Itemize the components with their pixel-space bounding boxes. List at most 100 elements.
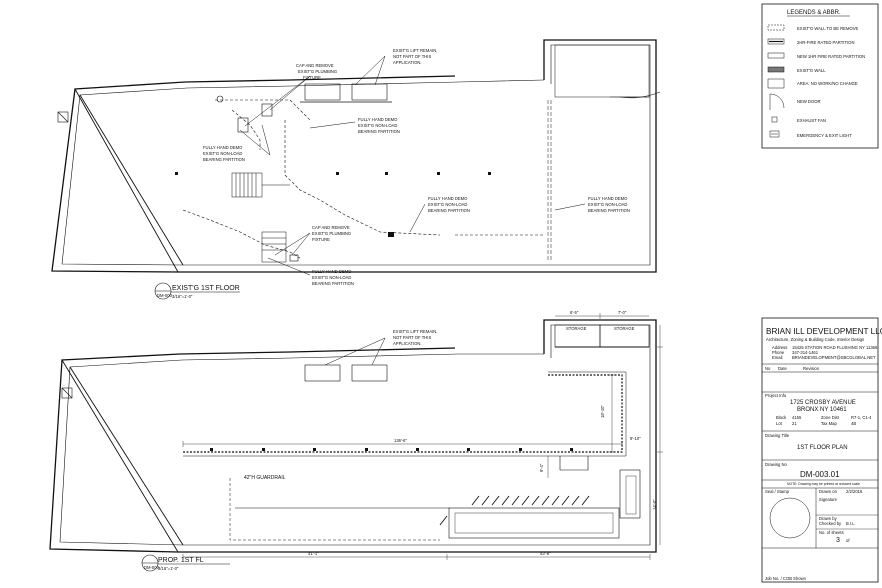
- drawing-title: 1ST FLOOR PLAN: [797, 445, 848, 451]
- existing-fixture-2: [351, 83, 388, 101]
- drawing-no-label: Drawing No: [765, 462, 788, 467]
- existing-leaders: [239, 55, 586, 276]
- existing-diagonal-wall-2: [74, 88, 179, 273]
- note-cap-top-1: CAP AND REMOVE: [296, 63, 334, 68]
- existing-demo-partition-3: [284, 120, 441, 236]
- proposed-labels: STORAGE STORAGE EXIST'G LIFT REMAIN, NOT…: [244, 310, 657, 556]
- sheet-of: of: [846, 538, 850, 543]
- dim-top-2: 7'-0": [618, 310, 627, 315]
- info-lot-label: Lot: [776, 421, 783, 426]
- existing-demo-partition-2: [231, 109, 261, 150]
- note-demo-c-3: BEARING PARTITION: [428, 208, 470, 213]
- legend-symbol-existing-wall: [767, 66, 785, 73]
- proposed-columns: [210, 448, 573, 451]
- proposed-fixture-2: [351, 364, 388, 382]
- note-cap-top-3: FIXTURE: [303, 75, 321, 80]
- legend-title: LEGENDS & ABBR.: [787, 10, 841, 16]
- drawing-no: DM-003.01: [800, 470, 840, 479]
- proposed-leaders: [324, 337, 386, 366]
- legend-item-2: 2HR-FIRE RATED PARTITION: [797, 40, 854, 45]
- note-lift-top-1: EXIST'G LIFT REMAIN,: [393, 48, 437, 53]
- note-demo-b-3: BEARING PARTITION: [203, 157, 245, 162]
- info-lot-value: 21: [792, 421, 797, 426]
- note-demo-a-1: FULLY HAND DEMO: [358, 117, 398, 122]
- proposed-fixture-1: [304, 364, 341, 382]
- proposed-ramp-inner: [454, 512, 614, 534]
- phone-value: 347-314-1461: [792, 350, 819, 355]
- existing-floor-plan: [51, 39, 661, 276]
- address-label: Address: [772, 345, 787, 350]
- legend-item-5: AREA: NO WORK/NO CHANGE: [797, 81, 858, 86]
- proposed-outer-wall-inner: [59, 324, 651, 546]
- existing-demo-partition-1: [215, 99, 311, 121]
- seal-circle: [769, 497, 811, 539]
- legend-item-3: NEW 1HR FIRE RATED PARTITION: [797, 54, 865, 59]
- legend-item-8: EMERGENCY & EXIT LIGHT: [797, 133, 852, 138]
- signature-label: Signature: [819, 497, 838, 502]
- checked-by-label: Checked by: [819, 521, 842, 526]
- note-demo-d-3: BEARING PARTITION: [588, 208, 630, 213]
- info-block-value: 4155: [792, 415, 802, 420]
- rev-header-revision: Revision: [803, 366, 820, 371]
- proposed-inner-room-2: [625, 475, 637, 515]
- note-demo-d-2: EXIST'G NON-LOAD: [588, 202, 627, 207]
- sheet-label: No. of sheets: [819, 530, 844, 535]
- existing-plumbing-fixtures: [216, 95, 299, 262]
- company-tagline: Architecture, Zoning & Building Code, In…: [766, 337, 865, 342]
- dim-vert-4: 9'-4": [539, 463, 544, 472]
- door-icon: [769, 93, 785, 110]
- note-demo-c-2: EXIST'G NON-LOAD: [428, 202, 467, 207]
- job-label: Job No. / COB Shown: [765, 576, 807, 581]
- info-zone-value: R7-1, C1-4: [851, 415, 872, 420]
- proposed-diagonal-wall: [69, 366, 184, 546]
- proposed-ramp-hatch: [439, 495, 590, 526]
- existing-plan-title-text: EXIST'G 1ST FLOOR: [172, 285, 240, 292]
- note-demo-b-2: EXIST'G NON-LOAD: [203, 151, 242, 156]
- company-name: BRIAN ILL DEVELOPMENT LLC: [766, 327, 882, 336]
- address-value: 15425 STATION ROAD FLUSHING NY 11366: [792, 345, 878, 350]
- project-label: Project Info: [765, 393, 787, 398]
- proposed-lift-note-1: EXIST'G LIFT REMAIN,: [393, 329, 437, 334]
- note-demo-e-3: BEARING PARTITION: [312, 281, 354, 286]
- note-cap-bottom-3: FIXTURE: [312, 237, 330, 242]
- note-cap-bottom-2: EXIST'G PLUMBING: [312, 231, 351, 236]
- drawn-by-label: Drawn by: [819, 516, 838, 521]
- proposed-plan-tag: DM-003: [144, 565, 160, 570]
- proposed-outer-wall: [49, 319, 657, 553]
- info-taxmap-label: Tax Map: [821, 421, 837, 426]
- checked-by-value: B.I.L: [846, 521, 855, 526]
- exhaust-fan-icon: [771, 116, 778, 123]
- info-block-label: Block: [776, 415, 787, 420]
- phone-label: Phone: [772, 350, 785, 355]
- existing-fixture-1: [304, 83, 341, 101]
- existing-stairs-2: [261, 231, 287, 263]
- dim-vert-1: 18'-10": [600, 404, 605, 418]
- project-line-1: 1725 CROSBY AVENUE: [790, 400, 856, 406]
- proposed-lift-note-2: NOT PART OF THIS: [393, 335, 431, 340]
- proposed-plan-title: DM-003 PROP. 1ST FL 3/16"=1'-0": [141, 554, 230, 572]
- guardrail-line: [229, 478, 440, 541]
- proposed-plan-scale: 3/16"=1'-0": [158, 566, 179, 571]
- fire-rated-partition: [183, 371, 627, 471]
- proposed-dimension-lines: [182, 313, 663, 560]
- rev-header-date: Date: [778, 366, 788, 371]
- legend-symbol-wall-remove: [767, 24, 785, 31]
- legend-item-6: NEW DOOR: [797, 99, 821, 104]
- sheet-number: 3: [836, 537, 840, 544]
- legend-item-1: EXIST'G WALL TO BE REMOVE: [797, 26, 859, 31]
- proposed-lift-note-3: APPLICATION.: [393, 341, 422, 346]
- dim-top-1: 6'-5": [570, 310, 579, 315]
- proposed-inner-room: [619, 469, 641, 519]
- dim-left-bottom: 41'-1": [308, 551, 319, 556]
- seal-label: Seal / Stamp: [765, 489, 790, 494]
- storage-label-2: STORAGE: [614, 326, 635, 331]
- info-zone-label: Zone Dist: [821, 415, 840, 420]
- scale-note: NOTE: Drawing may be printed at reduced …: [787, 482, 860, 486]
- legend-item-4: EXIST'G WALL: [797, 68, 826, 73]
- note-cap-bottom-1: CAP AND REMOVE: [312, 225, 350, 230]
- existing-exhaust: [57, 111, 69, 123]
- note-demo-c-1: FULLY HAND DEMO: [428, 196, 468, 201]
- drawn-on-label: Drawn on: [819, 489, 838, 494]
- rev-header-no: No: [765, 366, 771, 371]
